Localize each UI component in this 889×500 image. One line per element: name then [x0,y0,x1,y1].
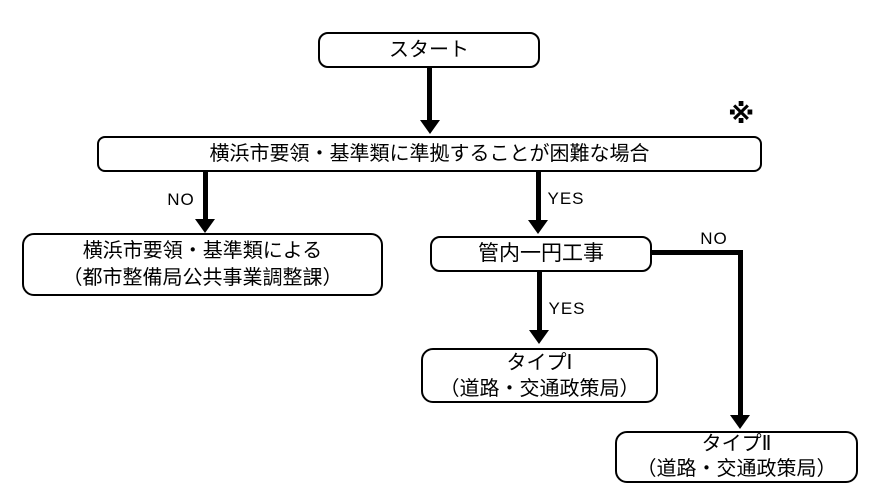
note-asterisk-mark: ※ [728,99,755,129]
edge-label-kannai-yes: YES [548,299,586,318]
arrow-start-to-condition-head [420,120,440,134]
arrow-condition-yes-line [536,172,541,221]
start-node-label: スタート [389,39,469,61]
arrow-kannai-no-vline [738,250,743,416]
type2-line2: （道路・交通政策局） [636,458,837,480]
type2-node: タイプⅡ （道路・交通政策局） [615,431,858,483]
arrow-kannai-yes-line [537,272,542,331]
condition-node: 横浜市要領・基準類に準拠することが困難な場合 [97,136,762,172]
edge-label-kannai-no: NO [700,229,728,248]
type1-line1: タイプⅠ [506,351,573,374]
edge-label-condition-no: NO [167,190,195,209]
arrow-start-to-condition-line [427,68,432,121]
arrow-kannai-yes-head [529,330,549,344]
kannai-node-label: 管内一円工事 [478,242,604,265]
left-result-line1: 横浜市要領・基準類による [82,239,323,262]
condition-node-label: 横浜市要領・基準類に準拠することが困難な場合 [209,143,650,165]
left-result-node: 横浜市要領・基準類による （都市整備局公共事業調整課） [22,233,383,296]
left-result-line2: （都市整備局公共事業調整課） [62,266,343,289]
type1-node: タイプⅠ （道路・交通政策局） [421,348,658,403]
arrow-condition-yes-head [528,220,548,234]
edge-label-condition-yes: YES [547,189,585,208]
arrow-condition-no-line [203,172,208,220]
arrow-kannai-no-hline [650,250,743,255]
arrow-condition-no-head [195,219,215,233]
kannai-node: 管内一円工事 [430,236,652,272]
type1-line2: （道路・交通政策局） [439,377,640,400]
start-node: スタート [318,32,540,68]
type2-line1: タイプⅡ [701,433,772,455]
arrow-kannai-no-head [730,415,750,429]
